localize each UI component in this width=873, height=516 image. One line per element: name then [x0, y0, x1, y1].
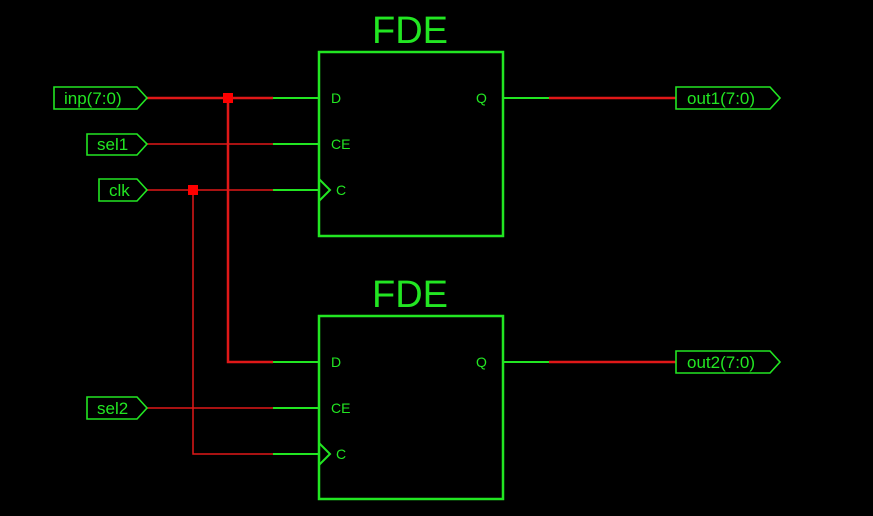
- component-fde1[interactable]: FDE D CE C Q: [273, 10, 549, 238]
- input-port-clk[interactable]: clk: [98, 178, 149, 202]
- pin-label-d: D: [331, 354, 341, 370]
- junction-inp: [223, 93, 233, 103]
- junction-clk: [188, 185, 198, 195]
- input-port-inp[interactable]: inp(7:0): [53, 86, 149, 110]
- input-port-sel1[interactable]: sel1: [86, 133, 149, 156]
- pin-label-q: Q: [476, 354, 487, 370]
- clock-edge-icon: [318, 442, 332, 466]
- pin-label-c: C: [336, 182, 346, 198]
- pin-label-ce: CE: [331, 136, 350, 152]
- port-label: out1(7:0): [687, 89, 755, 108]
- net-inp-to-fde2-d[interactable]: [226, 98, 273, 364]
- pin-label-ce: CE: [331, 400, 350, 416]
- net-clk-to-fde2-c[interactable]: [192, 190, 273, 455]
- pin-label-d: D: [331, 90, 341, 106]
- nets: [147, 96, 676, 455]
- output-port-out1[interactable]: out1(7:0): [675, 86, 782, 110]
- clock-edge-icon: [318, 178, 332, 202]
- pin-label-q: Q: [476, 90, 487, 106]
- input-port-sel2[interactable]: sel2: [86, 396, 149, 420]
- component-title: FDE: [372, 274, 448, 316]
- port-label: sel2: [97, 399, 128, 418]
- port-label: sel1: [97, 135, 128, 154]
- port-label: inp(7:0): [64, 89, 122, 108]
- output-port-out2[interactable]: out2(7:0): [675, 350, 782, 374]
- port-label: out2(7:0): [687, 353, 755, 372]
- component-fde2[interactable]: FDE D CE C Q: [273, 274, 549, 501]
- port-label: clk: [109, 181, 130, 200]
- component-title: FDE: [372, 10, 448, 52]
- pin-label-c: C: [336, 446, 346, 462]
